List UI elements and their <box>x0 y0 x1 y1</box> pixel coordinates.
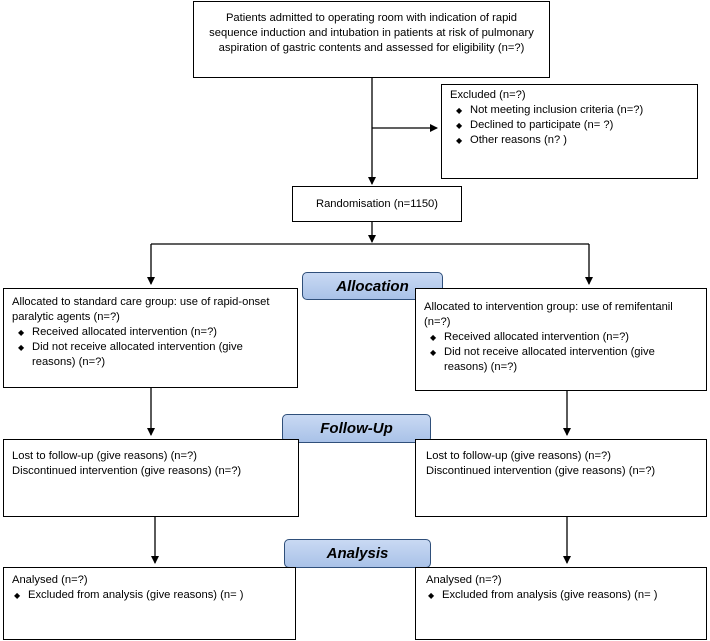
allocation-right-item: ◆Did not receive allocated intervention … <box>430 346 655 373</box>
diamond-bullet-icon: ◆ <box>456 106 463 115</box>
analysis-left-title: Analysed (n=?) <box>12 574 88 586</box>
randomisation-text: Randomisation (n=1150) <box>316 198 438 210</box>
eligibility-box: Patients admitted to operating room with… <box>193 1 550 78</box>
allocation-left-item: ◆Did not receive allocated intervention … <box>18 341 243 368</box>
diamond-bullet-icon: ◆ <box>18 343 25 352</box>
diamond-bullet-icon: ◆ <box>18 328 25 337</box>
diamond-bullet-icon: ◆ <box>456 136 463 145</box>
followup-right-box: Lost to follow-up (give reasons) (n=?) D… <box>415 439 707 517</box>
analysis-right-item: ◆Excluded from analysis (give reasons) (… <box>428 589 658 601</box>
diamond-bullet-icon: ◆ <box>456 121 463 130</box>
excluded-box: Excluded (n=?) ◆Not meeting inclusion cr… <box>441 84 698 179</box>
analysis-right-title: Analysed (n=?) <box>426 574 502 586</box>
diamond-bullet-icon: ◆ <box>14 591 21 600</box>
followup-left-line: Discontinued intervention (give reasons)… <box>12 465 242 477</box>
excluded-title: Excluded (n=?) <box>450 89 526 101</box>
allocation-right-title: Allocated to intervention group: use of … <box>424 301 673 328</box>
excluded-item: ◆Other reasons (n? ) <box>456 134 568 146</box>
excluded-item: ◆Declined to participate (n= ?) <box>456 119 614 131</box>
randomisation-box: Randomisation (n=1150) <box>292 186 462 222</box>
eligibility-text: Patients admitted to operating room with… <box>209 12 534 54</box>
diamond-bullet-icon: ◆ <box>430 333 437 342</box>
allocation-left-item: ◆Received allocated intervention (n=?) <box>18 326 218 338</box>
stage-label-analysis: Analysis <box>284 539 431 568</box>
allocation-right-item: ◆Received allocated intervention (n=?) <box>430 331 630 343</box>
diamond-bullet-icon: ◆ <box>428 591 435 600</box>
stage-label-followup: Follow-Up <box>282 414 431 443</box>
followup-left-box: Lost to follow-up (give reasons) (n=?) D… <box>3 439 299 517</box>
followup-right-line: Lost to follow-up (give reasons) (n=?) <box>426 450 611 462</box>
allocation-left-box: Allocated to standard care group: use of… <box>3 288 298 388</box>
followup-right-line: Discontinued intervention (give reasons)… <box>426 465 656 477</box>
excluded-item: ◆Not meeting inclusion criteria (n=?) <box>456 104 644 116</box>
allocation-left-title: Allocated to standard care group: use of… <box>12 296 270 323</box>
allocation-right-box: Allocated to intervention group: use of … <box>415 288 707 391</box>
analysis-right-box: Analysed (n=?) ◆Excluded from analysis (… <box>415 567 707 640</box>
diamond-bullet-icon: ◆ <box>430 348 437 357</box>
analysis-left-box: Analysed (n=?) ◆Excluded from analysis (… <box>3 567 296 640</box>
analysis-left-item: ◆Excluded from analysis (give reasons) (… <box>14 589 244 601</box>
followup-left-line: Lost to follow-up (give reasons) (n=?) <box>12 450 197 462</box>
